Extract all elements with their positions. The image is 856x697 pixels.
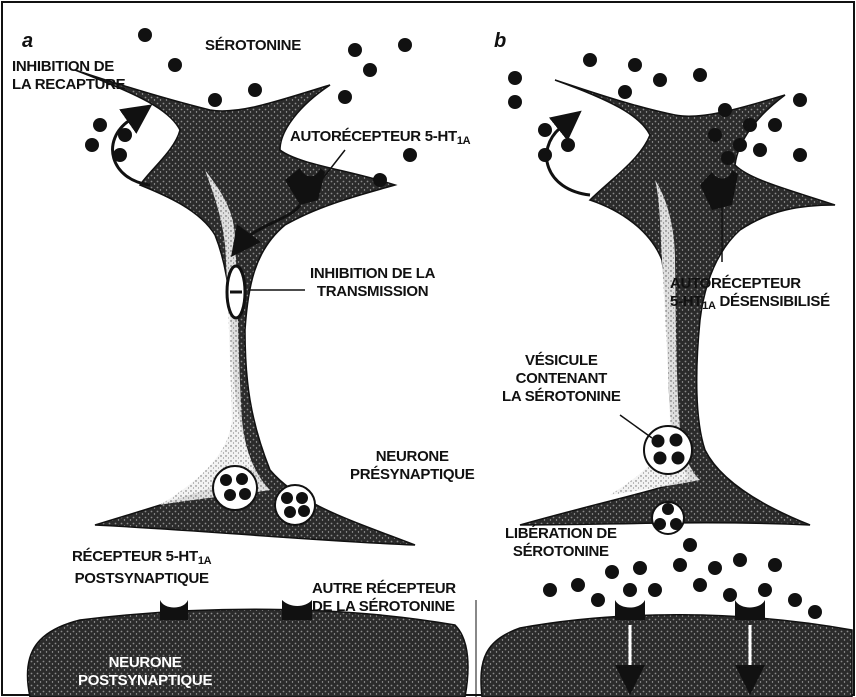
label-autre-recepteur: AUTRE RÉCEPTEUR DE LA SÉROTONINE xyxy=(312,580,456,616)
label-neurone-presynaptique-line2: PRÉSYNAPTIQUE xyxy=(350,466,474,484)
label-inhibition-recapture-line2: LA RECAPTURE xyxy=(12,76,125,94)
label-neurone-presynaptique-line1: NEURONE xyxy=(350,448,474,466)
postsynaptic-receptor-a xyxy=(160,600,188,620)
label-autorecepteur-b-ht: 5-HT xyxy=(670,293,702,310)
release-vesicle xyxy=(652,502,684,534)
label-autorecepteur-b: AUTORÉCEPTEUR 5-HT1A DÉSENSIBILISÉ xyxy=(670,275,830,315)
panel-label-b: b xyxy=(494,30,506,53)
label-neurone-presynaptique: NEURONE PRÉSYNAPTIQUE xyxy=(350,448,474,484)
label-neurone-post-line1: NEURONE xyxy=(78,654,212,672)
label-inhibition-recapture-line1: INHIBITION DE xyxy=(12,58,125,76)
other-receptor-a xyxy=(282,600,312,620)
label-inhibition-recapture: INHIBITION DE LA RECAPTURE xyxy=(12,58,125,94)
label-neurone-post-line2: POSTSYNAPTIQUE xyxy=(78,672,212,690)
label-vesicule: VÉSICULE CONTENANT LA SÉROTONINE xyxy=(502,352,621,406)
label-inhibition-transmission-line2: TRANSMISSION xyxy=(310,283,435,301)
label-autorecepteur-a: AUTORÉCEPTEUR 5-HT1A xyxy=(290,128,470,150)
panel-label-a: a xyxy=(22,30,33,53)
label-vesicule-line3: LA SÉROTONINE xyxy=(502,388,621,406)
label-inhibition-transmission: INHIBITION DE LA TRANSMISSION xyxy=(310,265,435,301)
label-liberation-line2: SÉROTONINE xyxy=(505,543,617,561)
panel-b-reuptake-arrow xyxy=(547,120,590,195)
label-serotonine: SÉROTONINE xyxy=(205,37,301,55)
panel-b-vesicle xyxy=(644,426,692,474)
label-recepteur-post-sub: 1A xyxy=(198,555,211,567)
label-autorecepteur-b-sub: 1A xyxy=(702,300,715,312)
label-liberation: LIBÉRATION DE SÉROTONINE xyxy=(505,525,617,561)
postsynaptic-receptor-b xyxy=(615,600,645,620)
label-inhibition-transmission-line1: INHIBITION DE LA xyxy=(310,265,435,283)
label-recepteur-post-text: RÉCEPTEUR 5-HT xyxy=(72,548,198,565)
label-recepteur-post-line2: POSTSYNAPTIQUE xyxy=(72,570,211,588)
label-autorecepteur-a-text: AUTORÉCEPTEUR 5-HT xyxy=(290,128,457,145)
label-autorecepteur-b-line1: AUTORÉCEPTEUR xyxy=(670,275,830,293)
label-neurone-postsynaptique: NEURONE POSTSYNAPTIQUE xyxy=(78,654,212,690)
label-autorecepteur-a-sub: 1A xyxy=(457,135,470,147)
label-autre-recepteur-line1: AUTRE RÉCEPTEUR xyxy=(312,580,456,598)
label-liberation-line1: LIBÉRATION DE xyxy=(505,525,617,543)
panel-b-postsynaptic-neuron xyxy=(481,615,852,697)
label-recepteur-postsynaptique: RÉCEPTEUR 5-HT1A POSTSYNAPTIQUE xyxy=(72,548,211,588)
label-autre-recepteur-line2: DE LA SÉROTONINE xyxy=(312,598,456,616)
other-receptor-b xyxy=(735,600,765,620)
label-vesicule-line1: VÉSICULE xyxy=(502,352,621,370)
label-autorecepteur-b-desens: DÉSENSIBILISÉ xyxy=(716,293,830,310)
label-vesicule-line2: CONTENANT xyxy=(502,370,621,388)
vesicule-leader xyxy=(620,415,652,438)
